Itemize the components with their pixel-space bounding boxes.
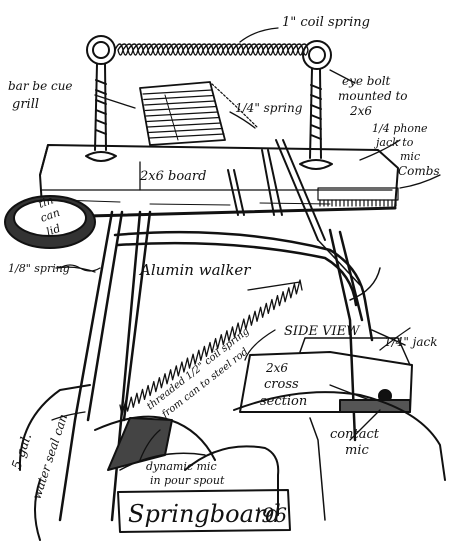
label-dynamic-mic-1: dynamic mic bbox=[146, 460, 217, 473]
label-contact-mic-2: mic bbox=[345, 443, 369, 458]
label-board: 2x6 board bbox=[139, 169, 206, 184]
label-coil-spring: 1" coil spring bbox=[282, 15, 370, 30]
barbecue-grill-drawing bbox=[139, 81, 226, 146]
label-quarter-spring: 1/4" spring bbox=[235, 101, 303, 115]
label-eye-bolt-3: 2x6 bbox=[349, 104, 372, 118]
label-dynamic-mic-2: in pour spout bbox=[150, 474, 225, 487]
label-phone-jack-1: 1/4 phone bbox=[372, 122, 428, 135]
label-eye-bolt-2: mounted to bbox=[338, 89, 408, 103]
label-side-view: SIDE VIEW bbox=[284, 324, 361, 339]
label-bbq-grill-2: grill bbox=[12, 97, 39, 112]
label-tin-can-3: lid bbox=[45, 222, 63, 239]
title-box bbox=[117, 489, 291, 533]
leader-lines bbox=[51, 27, 441, 461]
label-phone-jack-2: jack to bbox=[373, 136, 414, 149]
label-cross-section-1: 2x6 bbox=[265, 361, 288, 375]
label-combs: Combs bbox=[398, 164, 440, 178]
label-bbq-grill-1: bar be cue bbox=[8, 79, 73, 93]
label-eye-bolt-1: eye bolt bbox=[342, 74, 391, 88]
label-tin-can-2: can bbox=[39, 206, 62, 225]
eye-bolt-left bbox=[85, 35, 117, 162]
side-view-drawing bbox=[233, 329, 446, 521]
label-contact-mic-1: contact bbox=[330, 427, 380, 442]
label-jack: 1/4" jack bbox=[384, 335, 438, 349]
threaded-coil-spring-drawing bbox=[119, 279, 303, 416]
combs-drawing bbox=[317, 187, 399, 207]
label-eighth-spring: 1/8" spring bbox=[8, 262, 70, 275]
label-phone-jack-3: mic bbox=[400, 150, 420, 163]
title-springboard: Springboard bbox=[128, 500, 281, 528]
eye-bolt-right bbox=[299, 40, 333, 170]
label-walker: Alumin walker bbox=[138, 261, 251, 279]
aluminum-walker-drawing bbox=[58, 210, 381, 522]
quarter-spring-drawing bbox=[211, 83, 259, 129]
label-seal-can-1: 5 gal. bbox=[10, 432, 36, 472]
water-seal-can-drawing bbox=[18, 384, 280, 541]
label-cross-section-3: section bbox=[260, 394, 307, 409]
title-year: '96 bbox=[256, 503, 287, 527]
tin-can-lid-drawing bbox=[4, 195, 96, 249]
label-tin-can-1: tin bbox=[37, 193, 56, 210]
label-cross-section-2: cross bbox=[264, 377, 299, 392]
coil-spring-drawing bbox=[114, 43, 309, 56]
label-threaded-1: threaded 1/2" coil spring bbox=[145, 326, 251, 413]
